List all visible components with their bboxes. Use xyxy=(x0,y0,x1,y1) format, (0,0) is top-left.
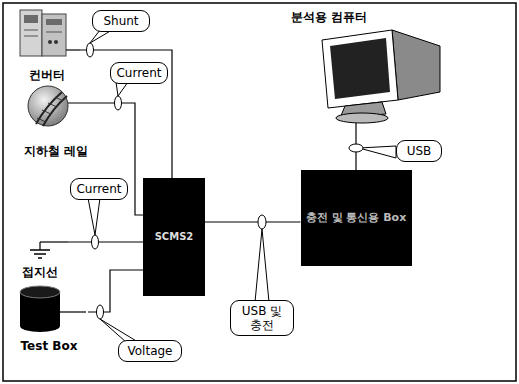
computer-icon xyxy=(322,30,440,130)
ground-symbol xyxy=(30,242,68,258)
test-box-node: Test Box xyxy=(10,283,88,355)
computer-icon xyxy=(355,123,356,130)
rail-icon xyxy=(55,97,63,101)
computer-icon xyxy=(392,30,440,100)
converter-icon xyxy=(24,36,38,37)
node-label: 컨버터 xyxy=(29,68,65,82)
ground-symbol xyxy=(30,249,50,251)
converter-icon xyxy=(66,49,80,50)
rail-icon xyxy=(68,102,102,103)
rail-icon xyxy=(43,96,67,126)
wire-clamp-ovals xyxy=(349,144,363,152)
converter-icon xyxy=(20,10,42,56)
callout-bubble: Current xyxy=(70,178,128,200)
wire-connector xyxy=(80,50,172,178)
converter-icon xyxy=(24,30,38,31)
rail-icon xyxy=(28,86,68,126)
callout-tails xyxy=(359,146,396,158)
callout-tails xyxy=(116,82,128,96)
computer-icon xyxy=(322,30,398,108)
rail-icon xyxy=(37,118,46,122)
ground-node: 접지선 xyxy=(12,225,68,281)
node-label: 충전 및 통신용 Box xyxy=(306,211,407,224)
ground-symbol xyxy=(38,257,42,259)
rail-icon xyxy=(48,103,57,107)
outer-frame xyxy=(3,3,516,381)
wire-clamp-ovals xyxy=(92,235,99,249)
callout-bubble: Voltage xyxy=(118,340,182,362)
node-label: SCMS2 xyxy=(155,231,194,243)
callout-bubble: Current xyxy=(110,62,168,84)
callout-bubble: Shunt xyxy=(92,10,150,32)
converter-icon xyxy=(42,14,66,56)
node-label: 지하철 레일 xyxy=(24,144,88,158)
converter-icon xyxy=(46,32,62,33)
callout-tails xyxy=(88,198,100,235)
wire-clamp-ovals xyxy=(258,215,266,229)
converter-icon-node: 컨버터 xyxy=(14,8,80,84)
node-label: Test Box xyxy=(21,339,78,353)
converter-icon xyxy=(24,15,38,23)
converter-icon xyxy=(20,10,80,56)
ground-symbol xyxy=(34,253,46,255)
ground-symbol xyxy=(40,241,68,242)
computer-icon xyxy=(336,113,388,123)
computer-icon-node: 분석용 컴퓨터 xyxy=(288,8,448,130)
rail-icon xyxy=(42,110,51,114)
callout-bubble: USB 및 충전 xyxy=(230,300,294,336)
wire-clamp-ovals xyxy=(87,43,94,57)
device-box: SCMS2 xyxy=(143,178,205,296)
rail-icon xyxy=(28,86,102,126)
converter-icon xyxy=(54,40,58,44)
callout-tails xyxy=(100,319,138,342)
test-box-cylinder xyxy=(60,311,86,312)
rail-icon xyxy=(36,92,62,124)
test-box-cylinder xyxy=(20,286,86,332)
node-label: 접지선 xyxy=(22,265,58,279)
wire-connector xyxy=(68,241,143,242)
callout-tails xyxy=(255,229,269,302)
test-box-cylinder xyxy=(20,320,60,332)
device-box: 충전 및 통신용 Box xyxy=(301,170,412,266)
wire-clamp-ovals xyxy=(115,96,122,110)
node-label: 분석용 컴퓨터 xyxy=(291,10,367,24)
computer-icon xyxy=(330,38,390,99)
wire-connector xyxy=(88,270,143,312)
converter-icon xyxy=(46,19,62,25)
wire-connector xyxy=(205,221,301,222)
rail-icon-node: 지하철 레일 xyxy=(10,86,102,160)
callout-bubble: USB xyxy=(396,140,442,162)
test-box-cylinder xyxy=(20,286,60,298)
ground-symbol xyxy=(39,242,40,250)
wire-clamp-ovals xyxy=(97,305,104,319)
converter-icon xyxy=(48,40,52,44)
